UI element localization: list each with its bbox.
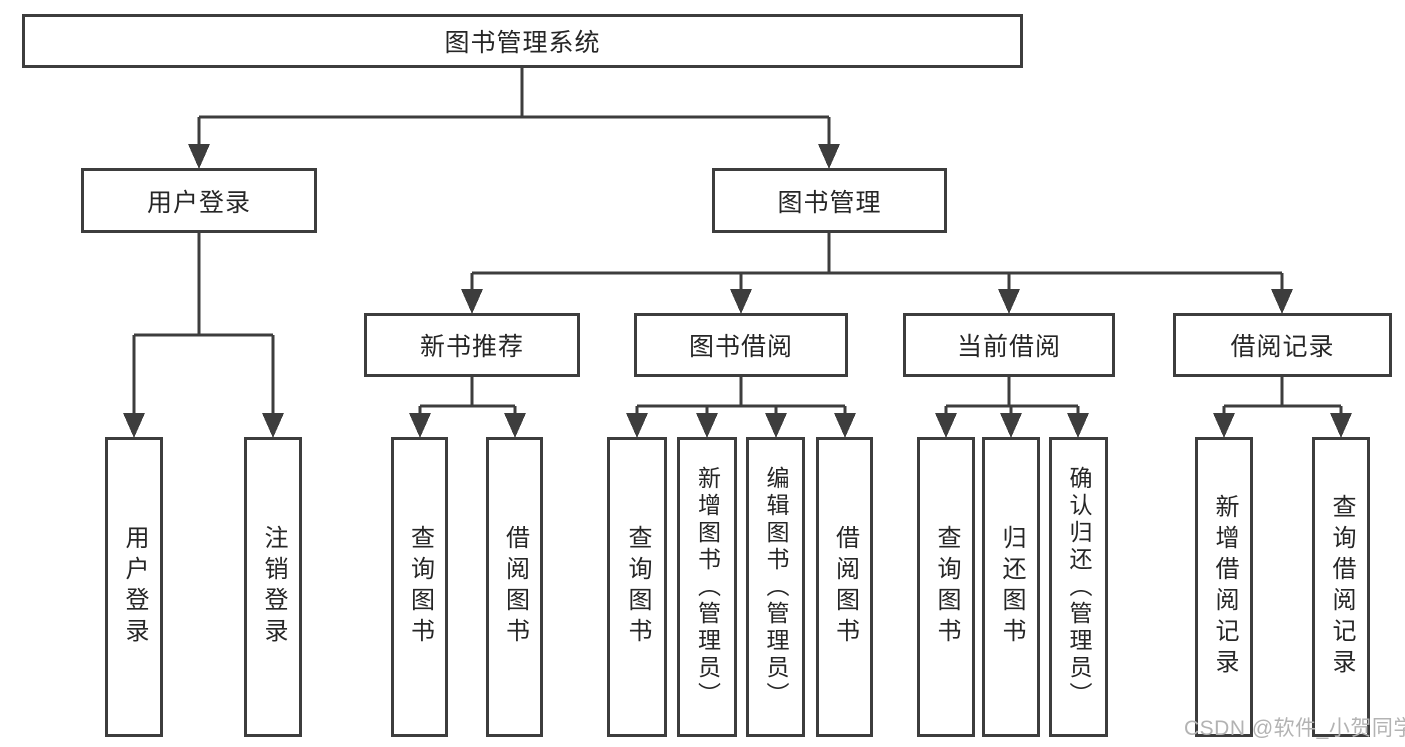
node-system-root-label: 图书管理系统 (444, 29, 601, 57)
leaf-rec-query-books: 查询图书 (391, 437, 448, 737)
node-new-book-recommendation-label: 新书推荐 (419, 333, 524, 361)
leaf-current-confirm-return-admin-label: 确认归还（管理员） (1066, 465, 1092, 709)
leaf-records-query-record-label: 查询借阅记录 (1328, 494, 1355, 680)
node-user-login: 用户登录 (81, 168, 317, 233)
node-book-borrowing-label: 图书借阅 (688, 333, 793, 361)
node-borrowing-records: 借阅记录 (1173, 313, 1392, 377)
node-book-management: 图书管理 (712, 168, 947, 233)
node-borrowing-records-label: 借阅记录 (1230, 333, 1335, 361)
csdn-watermark: CSDN @软件_小贺同学 (1184, 717, 1405, 740)
leaf-user-login-label: 用户登录 (121, 525, 148, 649)
leaf-borrow-borrow-books: 借阅图书 (816, 437, 873, 737)
node-book-borrowing: 图书借阅 (634, 313, 848, 377)
leaf-rec-borrow-books-label: 借阅图书 (501, 525, 529, 649)
node-new-book-recommendation: 新书推荐 (364, 313, 580, 377)
node-current-borrowing-label: 当前借阅 (956, 333, 1061, 361)
leaf-rec-query-books-label: 查询图书 (406, 525, 434, 649)
leaf-records-add-record: 新增借阅记录 (1195, 437, 1253, 737)
leaf-borrow-edit-books-admin-label: 编辑图书（管理员） (763, 465, 789, 709)
leaf-user-login: 用户登录 (105, 437, 163, 737)
leaf-borrow-edit-books-admin: 编辑图书（管理员） (746, 437, 805, 737)
leaf-records-add-record-label: 新增借阅记录 (1211, 494, 1238, 680)
leaf-records-query-record: 查询借阅记录 (1312, 437, 1370, 737)
leaf-current-return-books: 归还图书 (982, 437, 1040, 737)
node-user-login-label: 用户登录 (146, 188, 251, 217)
leaf-current-confirm-return-admin: 确认归还（管理员） (1049, 437, 1108, 737)
leaf-current-return-books-label: 归还图书 (998, 525, 1025, 649)
node-current-borrowing: 当前借阅 (903, 313, 1115, 377)
leaf-logout-label: 注销登录 (260, 525, 287, 649)
leaf-rec-borrow-books: 借阅图书 (486, 437, 543, 737)
node-book-management-label: 图书管理 (777, 188, 882, 217)
leaf-current-query-books-label: 查询图书 (933, 525, 960, 649)
node-system-root: 图书管理系统 (22, 14, 1023, 68)
leaf-borrow-borrow-books-label: 借阅图书 (831, 525, 859, 649)
leaf-borrow-query-books: 查询图书 (607, 437, 667, 737)
leaf-borrow-add-books-admin: 新增图书（管理员） (677, 437, 737, 737)
leaf-borrow-add-books-admin-label: 新增图书（管理员） (694, 465, 721, 709)
leaf-borrow-query-books-label: 查询图书 (624, 525, 651, 649)
leaf-logout: 注销登录 (244, 437, 302, 737)
leaf-current-query-books: 查询图书 (917, 437, 975, 737)
